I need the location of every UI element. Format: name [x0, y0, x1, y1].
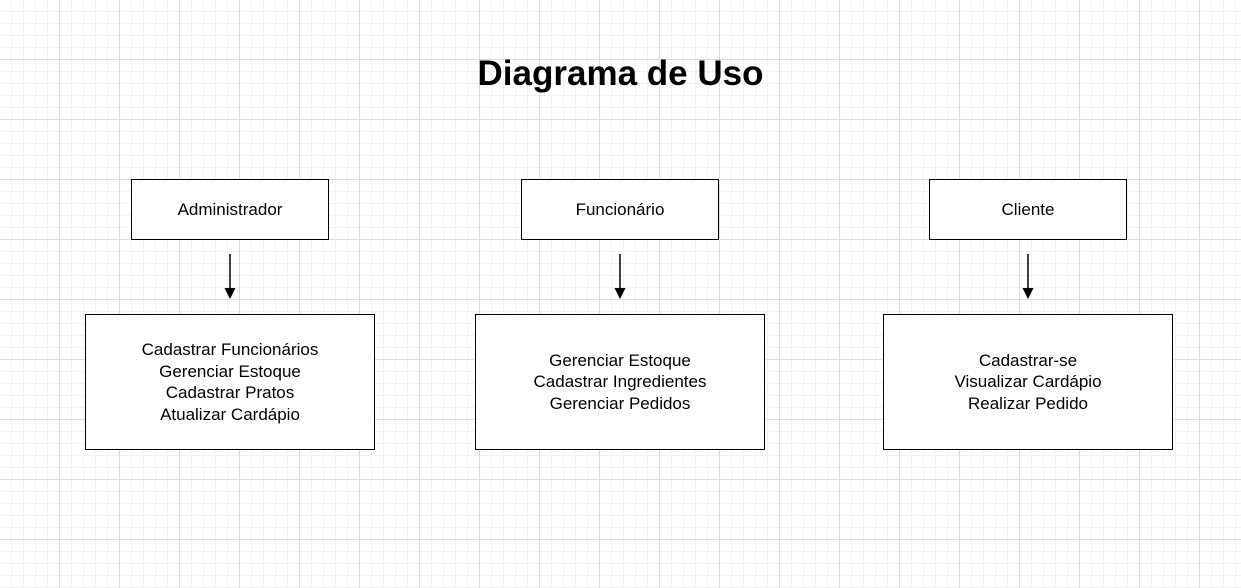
diagram-title: Diagrama de Uso	[477, 54, 764, 93]
use-case-item: Gerenciar Pedidos	[549, 393, 691, 413]
use-case-item: Cadastrar Funcionários	[141, 340, 319, 359]
arrow-down-icon	[1022, 254, 1034, 299]
use-case-item: Atualizar Cardápio	[160, 404, 300, 424]
use-case-item: Cadastrar Ingredientes	[533, 372, 707, 392]
use-case-item: Visualizar Cardápio	[954, 372, 1102, 392]
use-case-item: Gerenciar Estoque	[549, 350, 691, 370]
actor-box-funcionario[interactable]: Funcionário	[521, 179, 719, 240]
use-case-box-funcionario[interactable]: Gerenciar Estoque Cadastrar Ingredientes…	[475, 314, 765, 450]
use-case-item: Realizar Pedido	[967, 393, 1088, 413]
use-case-box-administrador[interactable]: Cadastrar Funcionários Gerenciar Estoque…	[85, 314, 375, 450]
actor-box-administrador[interactable]: Administrador	[131, 179, 329, 240]
actor-label: Administrador	[177, 199, 283, 219]
actor-label: Cliente	[1001, 199, 1055, 219]
use-case-item: Cadastrar Pratos	[165, 383, 295, 402]
use-case-item: Cadastrar-se	[978, 350, 1078, 370]
actor-label: Funcionário	[575, 199, 665, 219]
use-case-box-cliente[interactable]: Cadastrar-se Visualizar Cardápio Realiza…	[883, 314, 1173, 450]
actor-box-cliente[interactable]: Cliente	[929, 179, 1127, 240]
arrow-down-icon	[614, 254, 626, 299]
use-case-item: Gerenciar Estoque	[159, 361, 301, 381]
arrow-down-icon	[224, 254, 236, 299]
